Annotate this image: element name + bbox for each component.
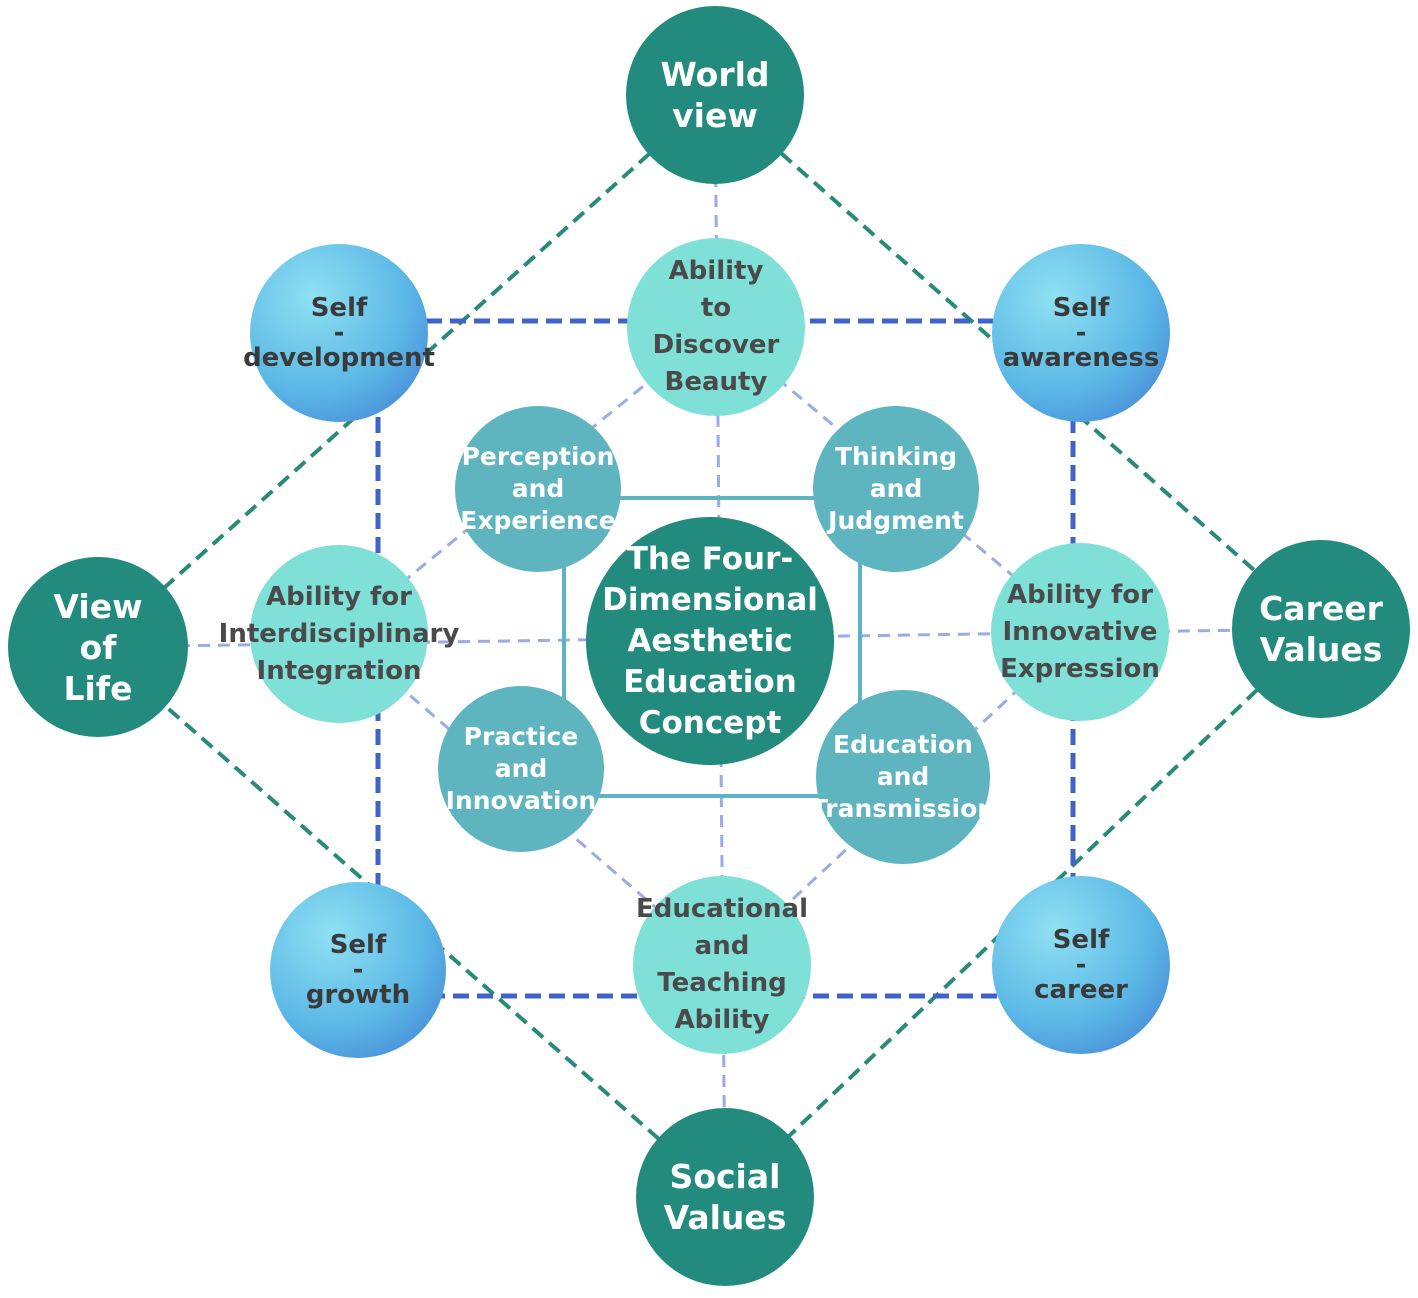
node-self-development-label: Self - development: [243, 292, 435, 373]
node-practice-innovation-label: Practice and Innovation: [445, 722, 597, 815]
node-self-growth-label: Self - growth: [305, 929, 411, 1010]
edge-social-life: [96, 645, 727, 1199]
node-practice-innovation: Practice and Innovation: [438, 686, 604, 852]
edge-career-social: [723, 627, 1323, 1199]
node-center-concept-label: The Four- Dimensional Aesthetic Educatio…: [602, 540, 818, 741]
node-career-values: Career Values: [1232, 540, 1410, 718]
node-self-career: Self - career: [992, 876, 1170, 1054]
node-social-values-label: Social Values: [663, 1157, 787, 1237]
node-ability-teaching: Educational and Teaching Ability: [633, 876, 811, 1054]
node-ability-innovative-expression-label: Ability for Innovative Expression: [1000, 579, 1160, 684]
node-self-awareness: Self - awareness: [992, 244, 1170, 422]
node-self-career-label: Self - career: [1034, 924, 1128, 1005]
node-perception-experience: Perception and Experience: [455, 406, 621, 572]
node-social-values: Social Values: [636, 1108, 814, 1286]
node-world-view: World view: [626, 6, 804, 184]
node-education-transmission-label: Education and Transmission: [810, 730, 996, 823]
node-ability-interdisciplinary: Ability for Interdisciplinary Integratio…: [219, 545, 459, 723]
node-ability-interdisciplinary-label: Ability for Interdisciplinary Integratio…: [218, 581, 460, 686]
node-view-of-life: View of Life: [8, 557, 188, 737]
node-self-development: Self - development: [243, 244, 435, 422]
node-perception-experience-label: Perception and Experience: [460, 442, 616, 535]
node-ability-innovative-expression: Ability for Innovative Expression: [991, 543, 1169, 721]
node-ability-discover-beauty: Ability to Discover Beauty: [627, 238, 805, 416]
node-thinking-judgment-label: Thinking and Judgment: [828, 442, 964, 535]
node-career-values-label: Career Values: [1259, 589, 1383, 669]
node-view-of-life-label: View of Life: [53, 586, 143, 708]
node-self-awareness-label: Self - awareness: [1002, 292, 1160, 373]
node-world-view-label: World view: [660, 55, 770, 135]
node-thinking-judgment: Thinking and Judgment: [813, 406, 979, 572]
node-ability-teaching-label: Educational and Teaching Ability: [635, 894, 808, 1035]
edge-life-world: [96, 93, 717, 649]
node-self-growth: Self - growth: [270, 882, 446, 1058]
node-education-transmission: Education and Transmission: [811, 690, 995, 864]
node-ability-discover-beauty-label: Ability to Discover Beauty: [652, 256, 780, 397]
node-center-concept: The Four- Dimensional Aesthetic Educatio…: [586, 517, 834, 765]
